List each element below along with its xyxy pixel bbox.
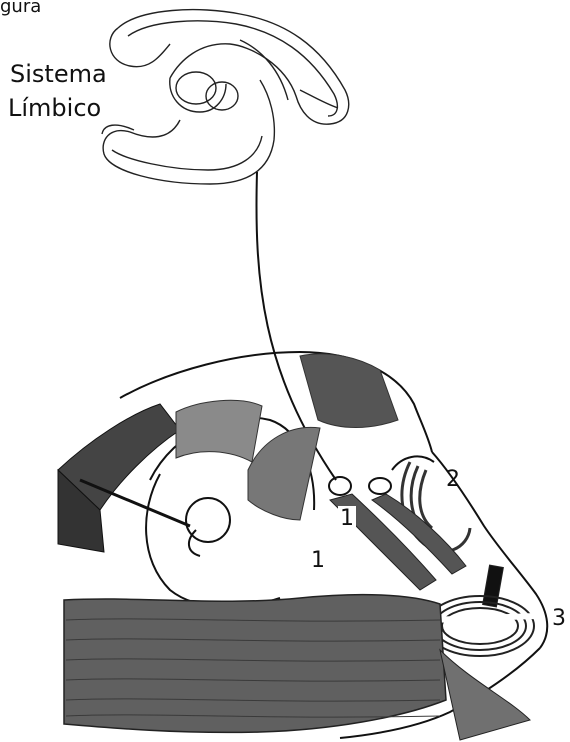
label-2: 2 — [446, 467, 460, 492]
cheek-muscles — [330, 494, 503, 607]
left-muscle — [58, 404, 190, 552]
temporal-muscle — [176, 354, 398, 520]
limbic-system-drawing — [102, 10, 349, 184]
label-3: 3 — [552, 606, 566, 631]
figure-caption-fragment: gura — [0, 0, 41, 17]
label-1-lower: 1 — [311, 548, 325, 573]
title-sistema: Sistema — [10, 60, 107, 88]
label-1-upper: 1 — [338, 506, 356, 531]
title-limbico: Límbico — [8, 94, 101, 122]
